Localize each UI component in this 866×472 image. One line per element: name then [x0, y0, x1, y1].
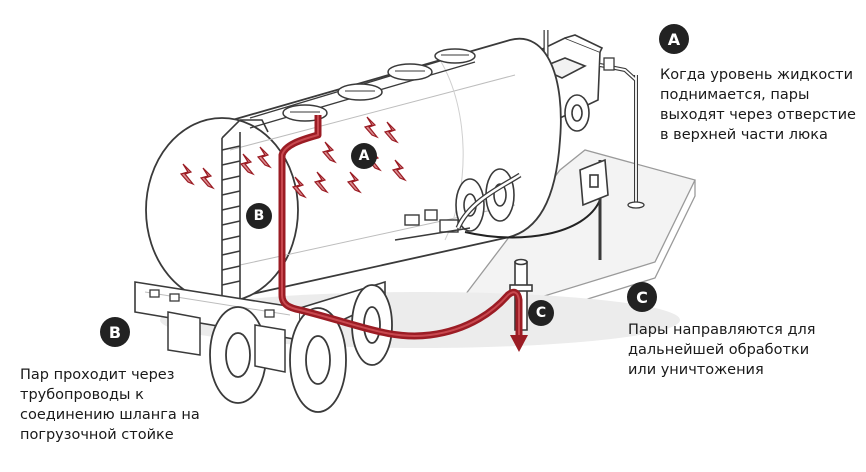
manhole-hatches [282, 48, 476, 122]
rear-mudflaps [167, 311, 286, 373]
bottom-valves [394, 209, 471, 241]
callout-b-text: Пар проходит через трубопроводы к соедин… [20, 365, 200, 445]
callout-b-line: Пар проходит через [20, 367, 175, 383]
callout-a-line: выходят через отверстие [660, 107, 856, 123]
badge-b-on-diagram: B [246, 203, 272, 229]
callout-c-line: или уничтожения [628, 362, 764, 378]
callout-a-line: поднимается, пары [660, 87, 810, 103]
callout-c-text: Пары направляются для дальнейшей обработ… [628, 320, 816, 380]
callout-c-badge: C [627, 282, 657, 312]
callout-c-line: дальнейшей обработки [628, 342, 810, 358]
callout-c-line: Пары направляются для [628, 322, 816, 338]
callout-b-badge: B [100, 317, 130, 347]
grounding-cable [464, 199, 601, 239]
badge-c-on-diagram: C [528, 300, 554, 326]
callout-b-line: трубопроводы к [20, 387, 144, 403]
badge-a-on-diagram: A [351, 143, 377, 169]
callout-b-line: соединению шланга на [20, 407, 200, 423]
callout-a-line: Когда уровень жидкости [660, 67, 854, 83]
downward-arrow-icon [510, 335, 528, 352]
callout-a-badge: A [659, 24, 689, 54]
callout-a-text: Когда уровень жидкости поднимается, пары… [660, 65, 856, 145]
tank-ladder [221, 119, 269, 300]
callout-a-line: в верхней части люка [660, 127, 828, 143]
rear-wheels [209, 284, 393, 413]
callout-b-line: погрузочной стойке [20, 427, 174, 443]
grounding-box [579, 158, 609, 260]
